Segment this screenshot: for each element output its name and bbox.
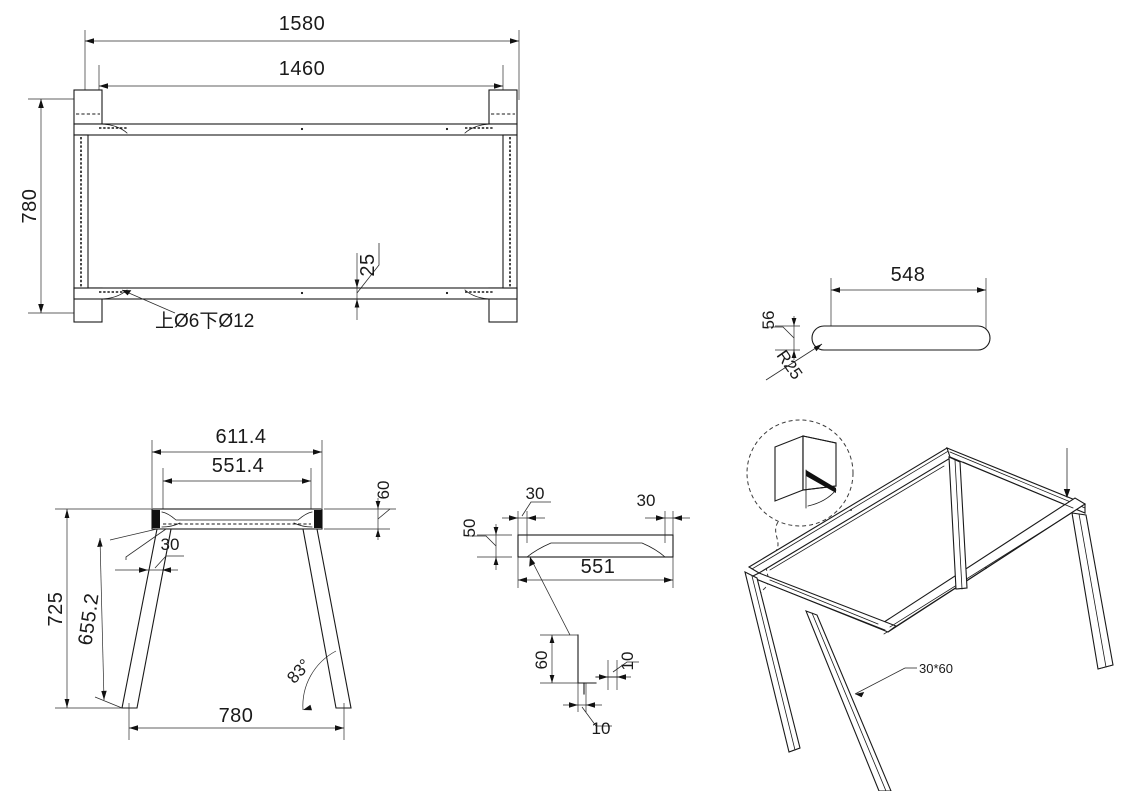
top-rail-right-end [502, 134, 518, 289]
dimension-60-tab: 60 [532, 634, 578, 684]
detail-balloon [746, 419, 854, 615]
isometric-view: 30*60 [744, 419, 1114, 791]
dimension-25-text: 25 [357, 253, 379, 276]
dimension-611-4-text: 611.4 [215, 426, 266, 448]
dimension-725: 725 [45, 508, 152, 709]
dimension-30-leg-text: 30 [161, 535, 180, 554]
dimension-780-base-text: 780 [219, 705, 254, 727]
dimension-551-text: 551 [581, 556, 616, 578]
dimension-1460-text: 1460 [279, 58, 326, 80]
dimension-1580: 1580 [84, 13, 520, 100]
dimension-30-left: 30 [502, 484, 551, 543]
dimension-780-base: 780 [128, 703, 345, 740]
dimension-60-elevation-text: 60 [374, 481, 393, 500]
dimension-725-text: 725 [45, 592, 67, 627]
dimension-780-top: 780 [19, 98, 96, 314]
isometric-leg-front-left [744, 570, 801, 753]
dimension-548-text: 548 [891, 264, 926, 286]
dimension-551: 551 [517, 556, 674, 588]
dimension-548: 548 [830, 264, 987, 338]
dimension-10-bottom-text: 10 [592, 719, 611, 738]
elevation-top-rail [151, 508, 323, 530]
top-rail-front [73, 287, 518, 300]
rail-detail-body [517, 534, 674, 558]
callout-30x60: 30*60 [854, 661, 953, 698]
top-rail-left-end [73, 134, 89, 289]
top-rail-back [73, 123, 518, 136]
elevation-leg-right [302, 528, 352, 709]
dimension-10-right-text: 10 [618, 652, 637, 671]
dimension-1580-text: 1580 [279, 13, 326, 35]
isometric-leg-back-left [805, 610, 892, 791]
dimension-1460: 1460 [98, 58, 504, 112]
dimension-60-tab-text: 60 [532, 651, 551, 670]
dimension-780-top-text: 780 [19, 189, 41, 224]
front-elevation-view: 611.4 551.4 60 [45, 426, 396, 740]
top-leg-stub-left-upper [73, 89, 103, 125]
dimension-551-4: 551.4 [162, 455, 312, 512]
elevation-leg-left [121, 528, 172, 709]
dimension-30-right: 30 [637, 491, 690, 543]
dimension-611-4: 611.4 [151, 426, 323, 508]
dimension-10-bottom: 10 [563, 683, 612, 738]
isometric-pointer [1063, 448, 1071, 498]
dimension-551-4-text: 551.4 [212, 455, 265, 477]
top-view-note: 上Ø6下Ø12 [121, 289, 254, 332]
dimension-10-right: 10 [596, 652, 639, 690]
rail-detail-view: 50 30 30 551 [460, 484, 690, 738]
dimension-56-text: 56 [759, 311, 778, 330]
dimension-25: 25 [354, 243, 380, 320]
dimension-50-text: 50 [460, 519, 479, 538]
top-view-note-text: 上Ø6下Ø12 [155, 310, 254, 332]
isometric-leg-back-center [948, 456, 968, 590]
dimension-50: 50 [460, 519, 512, 570]
callout-30x60-text: 30*60 [919, 661, 953, 676]
side-bar-profile [811, 325, 991, 351]
dimension-56: 56 [759, 311, 800, 360]
dimension-60-elevation: 60 [324, 481, 396, 540]
top-view: 1580 1460 780 [19, 13, 520, 332]
isometric-frame-top [747, 447, 1087, 635]
dimension-30-left-text: 30 [526, 484, 545, 503]
top-leg-stub-right-upper [488, 89, 518, 125]
isometric-leg-right [1071, 512, 1114, 670]
dimension-30-right-text: 30 [637, 491, 656, 510]
dimension-30-leg: 30 [115, 528, 184, 573]
